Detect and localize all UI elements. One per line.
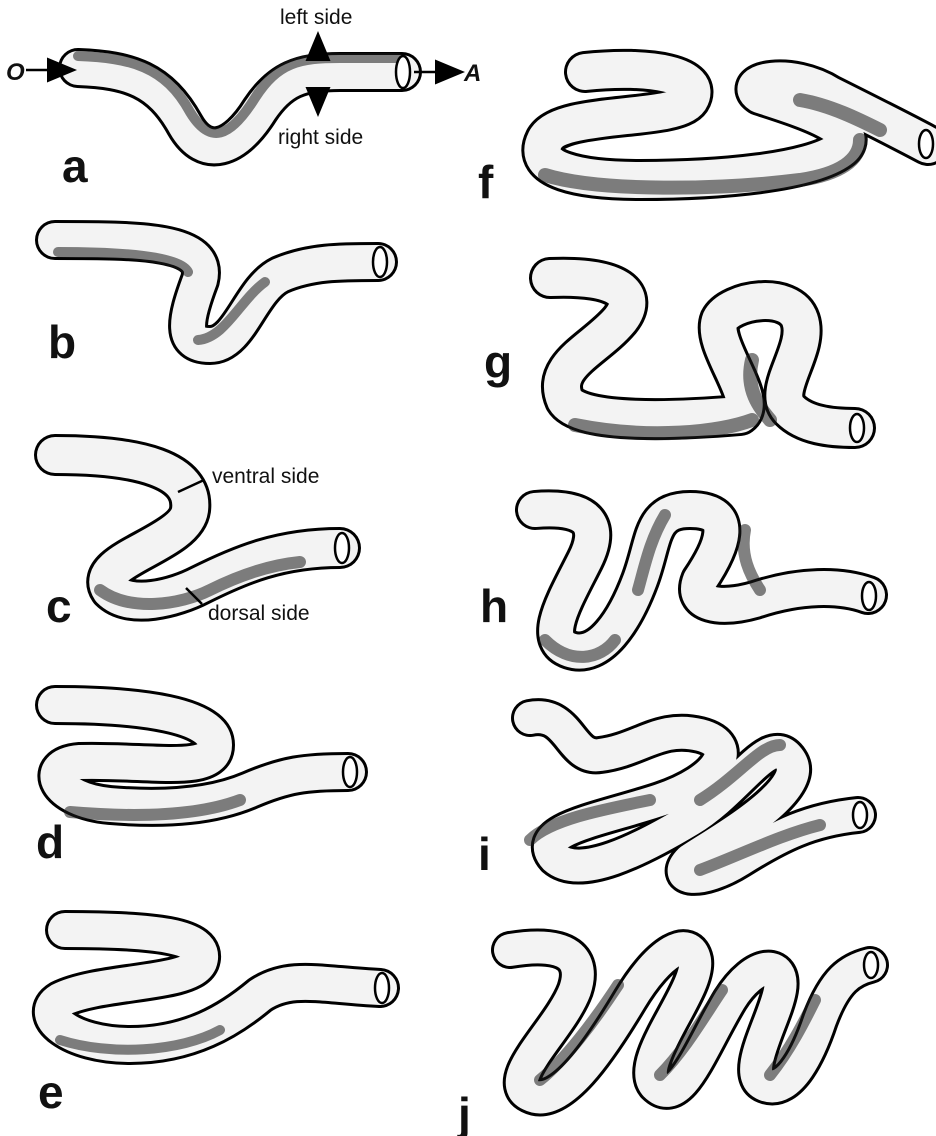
panel-b: b — [48, 240, 387, 368]
left-side-label: left side — [280, 6, 352, 29]
gut-tube-d — [55, 705, 357, 815]
panel-letter-a: a — [62, 140, 88, 192]
right-side-label: right side — [278, 126, 363, 149]
panel-f: f — [478, 70, 933, 208]
panel-letter-c: c — [46, 580, 72, 632]
panel-letter-b: b — [48, 316, 76, 368]
origin-label: O — [6, 59, 25, 86]
gut-tube-i — [530, 717, 867, 877]
gut-tube-h — [535, 509, 876, 657]
panel-letter-f: f — [478, 156, 494, 208]
panel-i: i — [478, 717, 867, 880]
gut-tube-e — [52, 930, 389, 1050]
panel-h: h — [480, 509, 876, 657]
panel-e: e — [38, 930, 389, 1118]
dorsal-side-label: dorsal side — [208, 602, 310, 625]
panel-g: g — [484, 278, 864, 442]
panel-letter-j: j — [457, 1088, 471, 1136]
gut-tube-j — [510, 947, 878, 1097]
panel-letter-e: e — [38, 1066, 64, 1118]
panel-d: d — [36, 705, 357, 868]
panel-letter-i: i — [478, 828, 491, 880]
panel-j: j — [457, 947, 878, 1136]
panel-letter-h: h — [480, 580, 508, 632]
ventral-side-label: ventral side — [212, 465, 319, 488]
panel-c: ventral side dorsal side c — [46, 455, 349, 632]
panel-letter-g: g — [484, 336, 512, 388]
panel-a: O A left side right side a — [6, 6, 481, 192]
gut-tube-b — [55, 240, 387, 345]
gut-tube-g — [550, 278, 864, 442]
gut-tube-f — [542, 70, 933, 188]
panel-letter-d: d — [36, 816, 64, 868]
end-label: A — [463, 60, 481, 87]
